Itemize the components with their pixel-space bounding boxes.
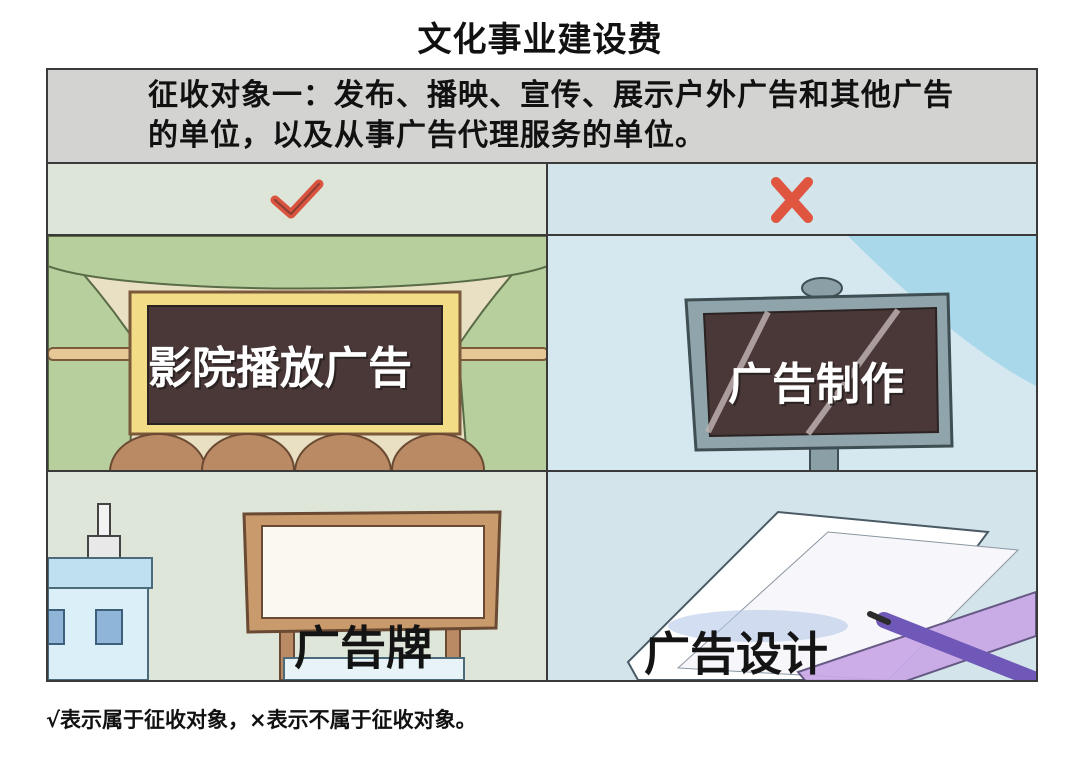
mark-row-right [548,164,1036,236]
monitor-illustration [548,236,1036,470]
panel-billboard: 广告牌 [48,472,548,680]
check-icon [270,179,324,219]
comparison-frame: 征收对象一：发布、播映、宣传、展示户外广告和其他广告的单位，以及从事广告代理服务… [46,68,1038,682]
header-text: 征收对象一：发布、播映、宣传、展示户外广告和其他广告的单位，以及从事广告代理服务… [148,78,954,153]
billboard-illustration [48,472,546,680]
page-title: 文化事业建设费 [417,20,663,60]
panel-label-production: 广告制作 [728,359,904,410]
cross-icon [771,177,813,223]
cinema-illustration [48,236,546,470]
panel-ad-design: 广告设计 [548,472,1036,680]
header-box: 征收对象一：发布、播映、宣传、展示户外广告和其他广告的单位，以及从事广告代理服务… [48,70,1036,164]
panel-label-cinema: 影院播放广告 [148,343,412,394]
mark-row-left [48,164,548,236]
panel-cinema-ad: 影院播放广告 [48,236,548,472]
panel-label-design: 广告设计 [644,627,828,680]
design-illustration [548,472,1036,680]
panel-ad-production: 广告制作 [548,236,1036,472]
footnote: √表示属于征收对象，×表示不属于征收对象。 [46,708,477,732]
panel-label-billboard: 广告牌 [294,621,432,675]
